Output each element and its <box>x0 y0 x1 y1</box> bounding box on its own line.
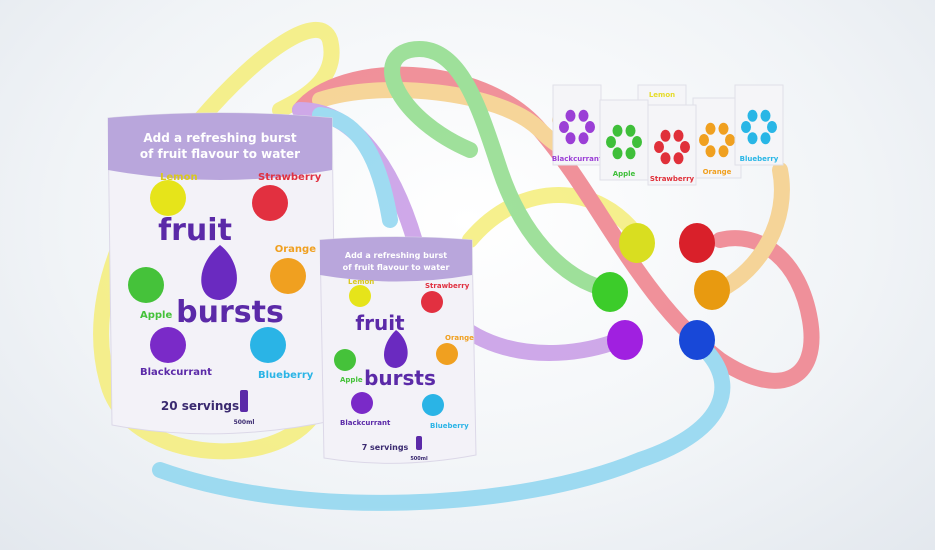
small-label-orange: Orange <box>445 334 474 342</box>
small-pack-brand-fruit: fruit <box>355 311 405 335</box>
sachet-label: Lemon <box>649 91 675 99</box>
small-pack-volume: 500ml <box>410 456 428 462</box>
large-pack-tagline-2: of fruit flavour to water <box>140 147 300 161</box>
large-pack-brand-fruit: fruit <box>158 213 232 248</box>
small-label-strawberry: Strawberry <box>425 282 470 290</box>
small-pack-tagline: Add a refreshing burst <box>345 251 447 260</box>
small-label-blueberry: Blueberry <box>430 422 469 430</box>
label-orange: Orange <box>275 244 316 255</box>
blackcurrant-drop <box>607 320 643 360</box>
red-ribbon <box>292 66 820 389</box>
sachet-label: Blueberry <box>740 155 779 163</box>
label-strawberry: Strawberry <box>258 172 322 183</box>
lemon-drop <box>619 223 655 263</box>
flavour-drops <box>592 223 730 360</box>
label-blueberry: Blueberry <box>258 370 314 381</box>
small-label-lemon: Lemon <box>348 278 374 286</box>
sachet-apple: Apple <box>599 99 649 181</box>
label-blackcurrant: Blackcurrant <box>140 367 212 378</box>
large-pack-volume: 500ml <box>234 419 255 426</box>
blueberry-drop <box>679 320 715 360</box>
apple-drop <box>592 272 628 312</box>
small-pack: Add a refreshing burst of fruit flavour … <box>319 236 477 464</box>
sachet-blackcurrant: Blackcurrant <box>552 84 603 166</box>
sachet-orange: Orange <box>692 97 742 179</box>
orange-drop <box>694 270 730 310</box>
large-pack-tagline: Add a refreshing burst <box>143 131 297 145</box>
small-label-apple: Apple <box>340 376 363 384</box>
blue-ribbon <box>152 107 731 511</box>
sachet-strawberry: Strawberry <box>647 104 697 186</box>
small-pack-servings: 7 servings <box>362 443 409 452</box>
label-lemon: Lemon <box>160 172 198 183</box>
sachet-label: Apple <box>613 170 636 178</box>
large-pack: Add a refreshing burst of fruit flavour … <box>107 112 337 435</box>
green-ribbon <box>384 41 618 298</box>
sachet-label: Blackcurrant <box>552 155 603 163</box>
large-pack-servings: 20 servings <box>161 399 239 413</box>
small-pack-tagline-2: of fruit flavour to water <box>343 263 450 272</box>
small-label-blackcurrant: Blackcurrant <box>340 419 391 427</box>
small-pack-brand-bursts: bursts <box>364 366 436 390</box>
strawberry-drop <box>679 223 715 263</box>
sachet-label: Strawberry <box>650 175 695 183</box>
sachet-label: Orange <box>703 168 732 176</box>
large-pack-brand-bursts: bursts <box>176 295 284 330</box>
sachet-blueberry: Blueberry <box>734 84 784 166</box>
label-apple: Apple <box>140 310 172 321</box>
